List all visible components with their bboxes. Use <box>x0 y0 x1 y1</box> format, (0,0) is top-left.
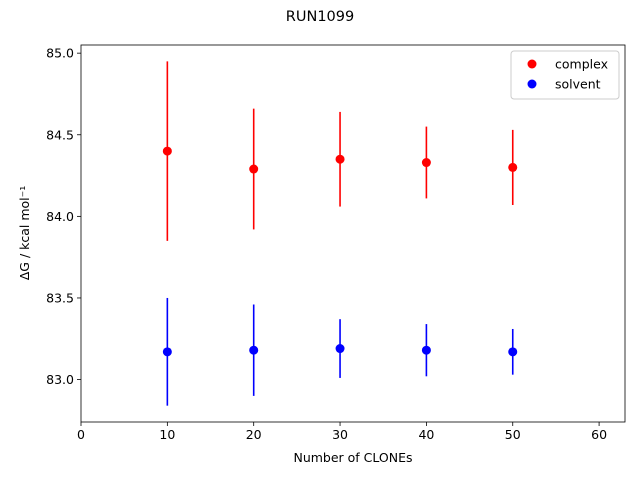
x-axis-ticks: 0 10 20 30 40 50 60 <box>77 422 607 442</box>
legend: complex solvent <box>510 50 620 100</box>
plot-area <box>80 44 626 423</box>
axes-frame <box>80 44 626 423</box>
y-tick-label: 84.0 <box>46 209 74 224</box>
solvent-point <box>335 344 345 354</box>
x-tick-label: 50 <box>505 427 521 442</box>
complex-point <box>162 146 172 156</box>
x-tick-label: 60 <box>591 427 607 442</box>
x-tick-label: 10 <box>159 427 175 442</box>
legend-label-complex: complex <box>555 57 608 72</box>
complex-point <box>421 158 431 168</box>
legend-marker-solvent <box>527 79 537 89</box>
data-points <box>162 146 518 357</box>
chart-title: RUN1099 <box>286 9 354 25</box>
solvent-point <box>508 347 518 357</box>
solvent-point <box>249 345 259 355</box>
x-tick-label: 20 <box>246 427 262 442</box>
x-tick-label: 30 <box>332 427 348 442</box>
y-axis-label: ΔG / kcal mol⁻¹ <box>17 186 32 281</box>
y-tick-label: 83.0 <box>46 372 74 387</box>
y-axis-ticks: 83.0 83.5 84.0 84.5 85.0 <box>46 46 81 387</box>
legend-marker-complex <box>527 59 537 69</box>
y-tick-label: 84.5 <box>46 127 74 142</box>
x-tick-label: 40 <box>418 427 434 442</box>
complex-point <box>335 154 345 164</box>
solvent-point <box>421 345 431 355</box>
legend-box <box>510 50 620 100</box>
complex-point <box>508 162 518 172</box>
legend-label-solvent: solvent <box>555 77 601 92</box>
x-axis-label: Number of CLONEs <box>293 450 412 465</box>
x-tick-label: 0 <box>77 427 85 442</box>
complex-point <box>249 164 259 174</box>
solvent-point <box>162 347 172 357</box>
y-tick-label: 85.0 <box>46 46 74 61</box>
y-tick-label: 83.5 <box>46 290 74 305</box>
